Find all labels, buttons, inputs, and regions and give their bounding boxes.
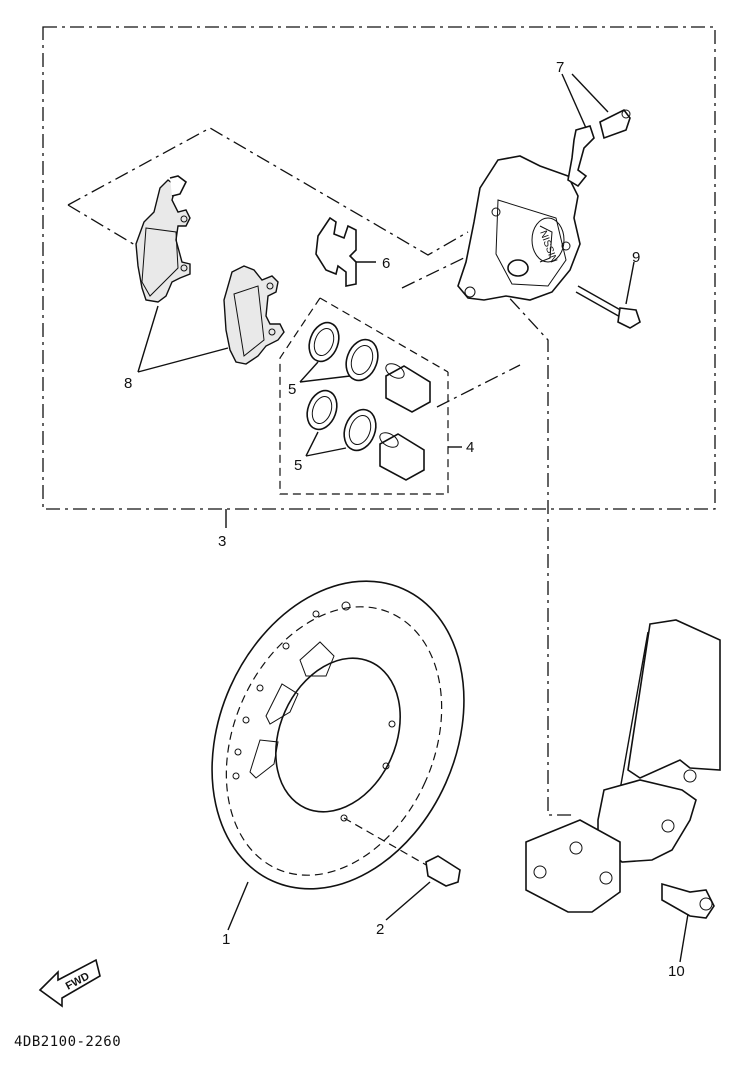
disc-bolt: [343, 817, 461, 921]
callout-6: 6: [382, 255, 390, 272]
brake-pad-left: [135, 175, 191, 303]
alignment-lines: [67, 127, 575, 816]
callout-2: 2: [376, 921, 384, 938]
callout-5-lower: 5: [294, 457, 302, 474]
callout-7: 7: [556, 59, 564, 76]
callout-3: 3: [218, 533, 226, 550]
piston-seals: [306, 321, 379, 452]
caliper-body: [457, 155, 581, 301]
caliper-assembly-boundary: [42, 26, 716, 528]
seal-kit-boundary: [279, 297, 462, 495]
callout-5-leaders: [299, 361, 351, 457]
callout-10: 10: [668, 963, 685, 980]
pad-spring: [315, 216, 376, 287]
callout-4: 4: [466, 439, 474, 456]
caliper-mount-bolt: [661, 882, 715, 963]
front-fork-leg: [525, 619, 721, 913]
callout-1: 1: [222, 931, 230, 948]
callout-5-upper: 5: [288, 381, 296, 398]
drawing-code: 4DB2100-2260: [14, 1034, 121, 1050]
caliper-bolt: [575, 261, 641, 329]
brake-pad-right: [223, 265, 285, 365]
callout-9: 9: [632, 249, 640, 266]
forward-direction-arrow: FWD: [38, 958, 101, 1008]
callout-8-leaders: [137, 305, 229, 373]
callout-8: 8: [124, 375, 132, 392]
bleed-screw: [561, 73, 631, 188]
brake-disc: [211, 580, 465, 931]
pistons: [379, 363, 431, 481]
